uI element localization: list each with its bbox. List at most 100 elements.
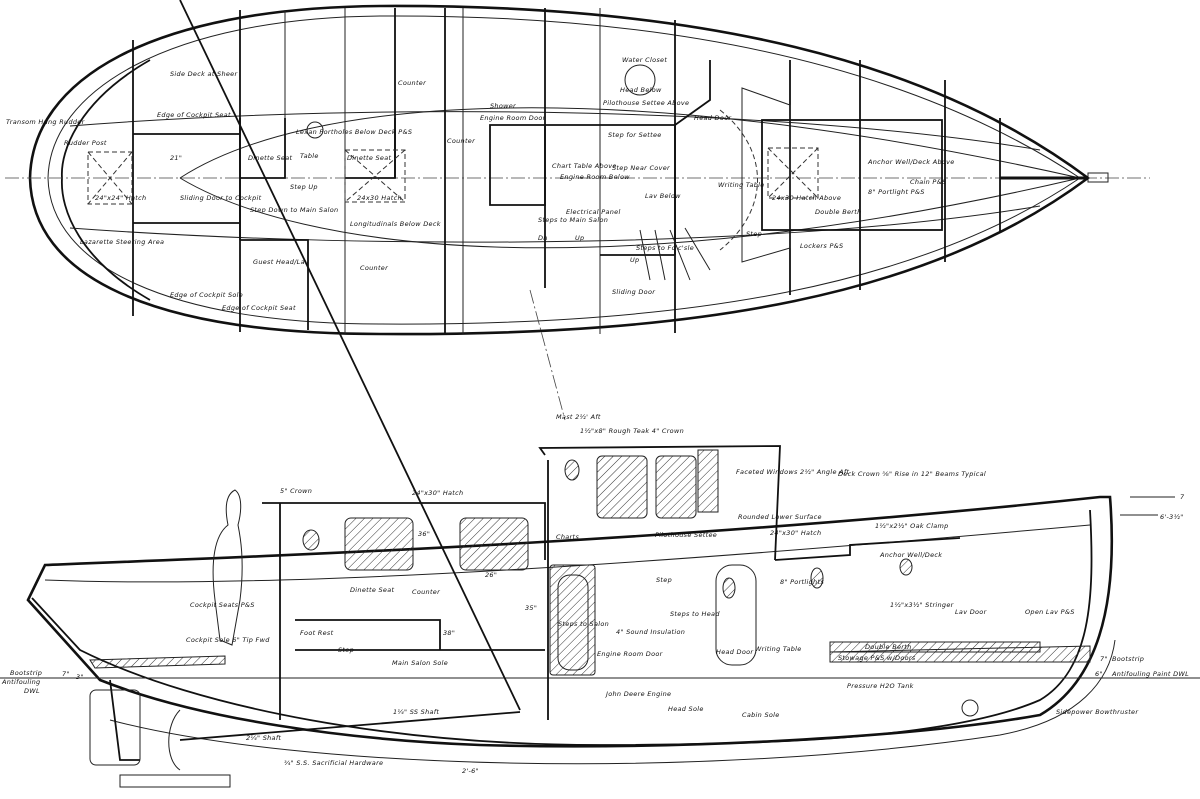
label-bowthruster: Sidepower Bowthruster: [1056, 708, 1139, 716]
plan-waterline-lower: [179, 177, 1081, 249]
pilothouse-window-3: [697, 449, 719, 513]
label-crown: 5" Crown: [280, 487, 312, 495]
label-pilothouse-settee: Pilothouse Settee Above: [603, 99, 689, 107]
label-counter-1: Counter: [398, 79, 427, 87]
water-closet-symbol: [624, 64, 656, 96]
label-antifouling-right: Antifouling Paint DWL: [1111, 670, 1189, 678]
label-dim-26: 26": [485, 571, 497, 579]
label-dinette-seat-1: Dinette Seat: [248, 154, 293, 162]
label-step-for-settee: Step for Settee: [608, 131, 662, 139]
pilothouse-area: [545, 124, 676, 256]
label-stringer: 1½"x3½" Stringer: [890, 601, 955, 609]
label-dim-2-6: 2'-6": [462, 767, 479, 775]
salon-sole: [295, 619, 545, 651]
label-bootstrip-left: Bootstrip: [10, 669, 42, 677]
label-dim-6-right: 6": [1095, 670, 1103, 678]
porthole-4: [810, 567, 824, 589]
label-cockpit-seats: Cockpit Seats P&S: [190, 601, 255, 609]
label-dim-21: 21": [170, 154, 182, 162]
label-double-berth: Double Berth: [815, 208, 862, 216]
label-side-deck: Side Deck at Sheer: [170, 70, 238, 78]
plan-inner-outline: [47, 15, 1081, 325]
porthole-symbol: [306, 121, 324, 139]
label-cabin-hatch: 24"x30" Hatch: [412, 489, 463, 497]
label-cabin-sole: Cabin Sole: [742, 711, 780, 719]
label-engine: John Deere Engine: [604, 690, 671, 698]
label-dim-35: 35": [525, 604, 537, 612]
label-head-sole: Head Sole: [668, 705, 704, 713]
label-forward-hatch: 24x30 Hatch Above: [772, 194, 841, 202]
label-steps-focsle: Steps to Fo'c'sle: [636, 244, 694, 252]
plan-sheer-outline: [28, 4, 1091, 336]
label-antifouling-left: Antifouling: [1, 678, 40, 686]
label-dinette-seat-2: Dinette Seat: [347, 154, 392, 162]
forward-hatch: [767, 147, 819, 199]
label-steps-salon: Steps to Salon: [558, 620, 609, 628]
label-ss-shaft: 1¼" SS Shaft: [393, 708, 439, 716]
pilothouse-window-2: [655, 455, 697, 519]
label-edge-cockpit-seat: Edge of Cockpit Seat: [157, 111, 231, 119]
label-counter-2: Counter: [447, 137, 476, 145]
label-anchor-well-deck: Anchor Well/Deck: [879, 551, 942, 559]
label-sound-insulation: 4" Sound Insulation: [616, 628, 685, 636]
label-rudder-post: Rudder Post: [64, 139, 107, 147]
head-door-line: [674, 60, 711, 126]
salon-window-1: [344, 517, 414, 571]
writing-table: [741, 87, 791, 263]
label-anchor-well: Anchor Well/Deck Above: [867, 158, 955, 166]
label-lexan-portholes: Lexan Portholes Below Deck P&S: [296, 128, 412, 136]
label-dn: Dn: [538, 234, 548, 242]
label-deck-crown: Deck Crown ⅝" Rise in 12" Beams Typical: [838, 470, 986, 478]
label-cockpit-sole: Cockpit Sole 6" Tip Fwd: [186, 636, 270, 644]
label-dim-38: 38": [443, 629, 455, 637]
label-engine-room-door: Engine Room Door: [480, 114, 547, 122]
cabin-trunk: [262, 502, 546, 720]
porthole-3: [722, 577, 736, 599]
label-dim-7-top: 7: [1180, 493, 1185, 501]
porthole-2: [564, 459, 580, 481]
label-edge-cockpit-seat-2: Edge of Cockpit Seat: [222, 304, 296, 312]
label-engine-room-door-profile: Engine Room Door: [597, 650, 664, 658]
label-chart-table: Chart Table Above: [552, 162, 617, 170]
mast-projection-line: [529, 289, 566, 421]
label-up-2: Up: [575, 234, 584, 242]
label-faceted-windows: Faceted Windows 2½" Angle Aft: [736, 468, 849, 476]
label-rough-teak: 1½"x8" Rough Teak 4" Crown: [580, 427, 684, 435]
rudder: [89, 689, 141, 766]
label-table: Table: [300, 152, 319, 160]
label-step-profile: Step: [656, 576, 672, 584]
guest-head: [240, 239, 309, 330]
plan-waterline-upper: [179, 107, 1081, 179]
label-lockers: Lockers P&S: [800, 242, 843, 250]
prop-shaft: [179, 0, 521, 711]
label-dwl-left: DWL: [24, 687, 40, 695]
plan-transom: [61, 59, 151, 301]
label-head-door: Head Door: [694, 114, 732, 122]
label-counter-profile: Counter: [412, 588, 441, 596]
plan-deck-line-lower: [69, 205, 1041, 243]
label-charts: Charts: [556, 533, 579, 541]
human-figure: [212, 489, 243, 646]
label-step: Step: [746, 230, 762, 238]
label-lav-below: Lav Below: [645, 192, 681, 200]
label-engine-room-below: Engine Room Below: [560, 173, 630, 181]
label-dinette-seat-profile: Dinette Seat: [350, 586, 395, 594]
label-sacrificial-hardware: ¾" S.S. Sacrificial Hardware: [284, 759, 383, 767]
label-dim-36: 36": [418, 530, 430, 538]
label-pressure-tank: Pressure H2O Tank: [847, 682, 914, 690]
label-open-lav: Open Lav P&S: [1025, 608, 1075, 616]
label-step-salon: Step: [338, 646, 354, 654]
double-berth: [761, 119, 943, 231]
label-guest-head: Guest Head/Lav: [253, 258, 309, 266]
bootstripe-aft: [89, 655, 226, 669]
double-berth-profile: [829, 641, 1041, 653]
plan-view: Side Deck at Sheer Edge of Cockpit Seat …: [5, 4, 1150, 336]
label-oak-clamp: 1½"x2½" Oak Clamp: [875, 522, 949, 530]
rudder-stock: [109, 679, 140, 761]
label-dim-7-left: 7": [62, 670, 70, 678]
label-stowage: Stowage P&S w/Doors: [838, 654, 916, 662]
dinette: [240, 118, 396, 179]
label-foredeck-hatch: 24"x30" Hatch: [770, 529, 821, 537]
prop-shaft-line: [179, 711, 521, 741]
